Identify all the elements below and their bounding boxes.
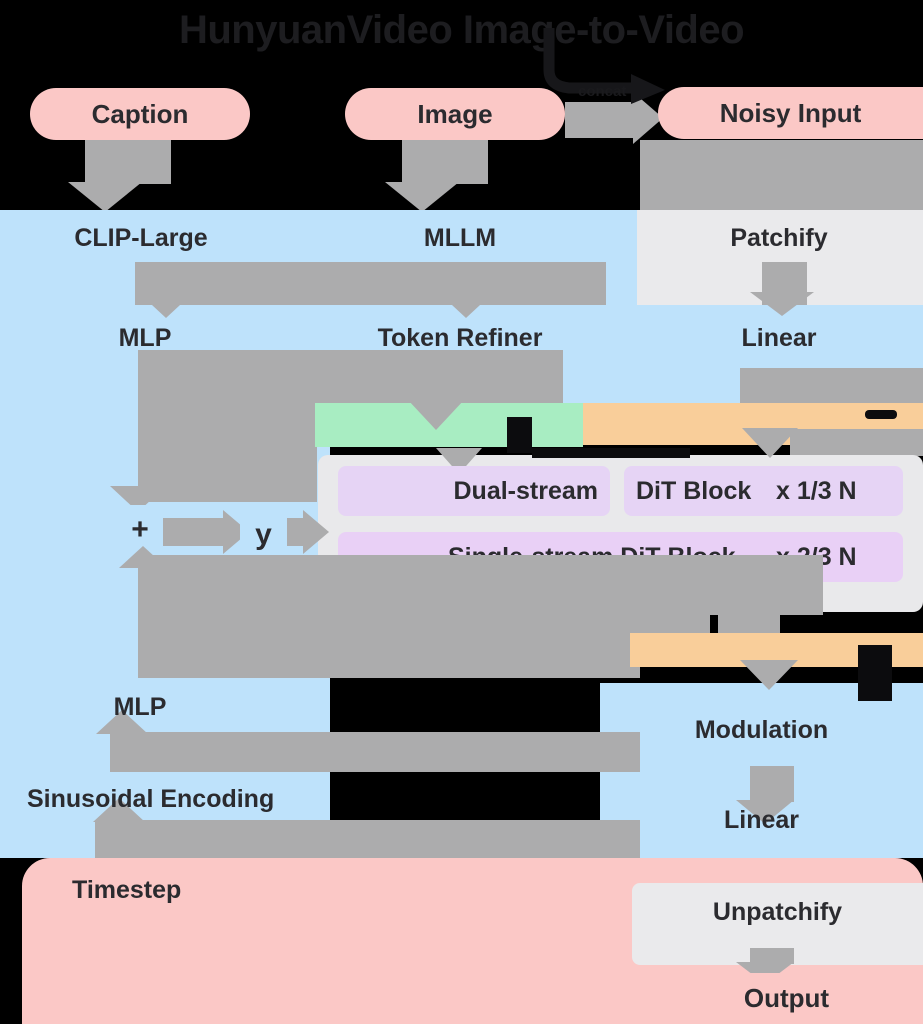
arrowhead-image-into-dit: [742, 428, 798, 458]
image-label: Image: [417, 98, 493, 129]
dit-block-box: DiT Block x 1/3 N: [624, 466, 903, 516]
arrow-image-to-noisy: [565, 102, 637, 138]
arrow-noisy-down: [640, 140, 923, 212]
linear-out-label: Linear: [723, 806, 800, 834]
output-label: Output: [743, 983, 830, 1013]
arrow-dit-to-modulation: [718, 598, 780, 636]
arrowhead-patchify-linear: [750, 292, 814, 316]
arrow-modulation-linear: [750, 766, 794, 802]
modulation-label: Modulation: [694, 716, 829, 744]
mllm-label: MLLM: [423, 224, 497, 252]
arrowhead-into-plus: [119, 546, 167, 568]
arrow-image-down: [402, 140, 488, 184]
arrow-refiner-down: [317, 350, 563, 403]
patchify-label: Patchify: [730, 224, 828, 252]
arrowhead-clip-mlp: [138, 292, 194, 318]
arrow-row1-row2-slab: [135, 262, 606, 305]
dual-stream-box: Dual-stream: [338, 466, 610, 516]
caption-label: Caption: [91, 98, 189, 129]
noisy-input-label: Noisy Input: [719, 97, 862, 128]
node-output: Output: [650, 973, 923, 1024]
dual-stream-label: Dual-stream: [453, 476, 599, 505]
arrow-mlp-to-plus: [138, 350, 317, 502]
concat-arrow-dark: [543, 28, 665, 104]
arrowhead-mllm-refiner: [438, 292, 494, 318]
mlp-text-label: MLP: [118, 324, 172, 352]
linear-in-label: Linear: [741, 324, 817, 352]
token-refiner-label: Token Refiner: [377, 324, 543, 352]
dit-block-label: DiT Block: [636, 476, 752, 505]
y-label: y: [255, 518, 272, 551]
arrowhead-image-down: [385, 182, 459, 212]
arrowhead-caption-down: [68, 182, 142, 212]
dark-connector-horizontal: [532, 448, 690, 458]
arrowhead-into-modulation: [740, 660, 798, 690]
timestep-label: Timestep: [72, 876, 182, 904]
arrow-plus-to-y: [163, 518, 223, 546]
arrow-dit-out-left: [600, 593, 710, 633]
diagram-title: HunyuanVideo Image-to-Video: [178, 8, 745, 52]
arrowhead-modulation-linear: [736, 800, 794, 824]
concat-note: concat: [578, 83, 627, 100]
arrowhead-into-sinusoidal: [93, 798, 145, 822]
dark-connector-vertical: [507, 417, 532, 453]
dit-block-mult: x 1/3 N: [776, 476, 857, 505]
arrow-timestep-bar: [95, 820, 640, 858]
sinusoidal-label: Sinusoidal Encoding: [27, 785, 275, 813]
unpatchify-label: Unpatchify: [712, 898, 843, 926]
node-caption: Caption: [30, 88, 250, 140]
node-noisy-input: Noisy Input: [658, 87, 923, 139]
arrow-caption-down: [85, 140, 171, 184]
arrowhead-into-mlp: [96, 710, 148, 734]
mlp-time-label: MLP: [113, 693, 167, 721]
arrow-unpatchify-output: [750, 948, 794, 964]
node-image: Image: [345, 88, 565, 140]
dark-mark-block: [858, 645, 892, 701]
arrow-timestep-to-plus-slab: [138, 555, 640, 678]
arrow-over-strip: [790, 429, 923, 456]
arrow-y-to-dit: [287, 518, 303, 546]
arrowhead-refiner-strip: [408, 400, 464, 430]
plus-label: +: [131, 513, 149, 546]
arrowhead-y-to-dit: [303, 510, 329, 554]
arrow-mlp-modulation-bar: [110, 732, 640, 772]
clip-label: CLIP-Large: [74, 224, 208, 252]
dark-dash-mark: [865, 410, 897, 419]
arrow-linear-down: [740, 368, 923, 403]
